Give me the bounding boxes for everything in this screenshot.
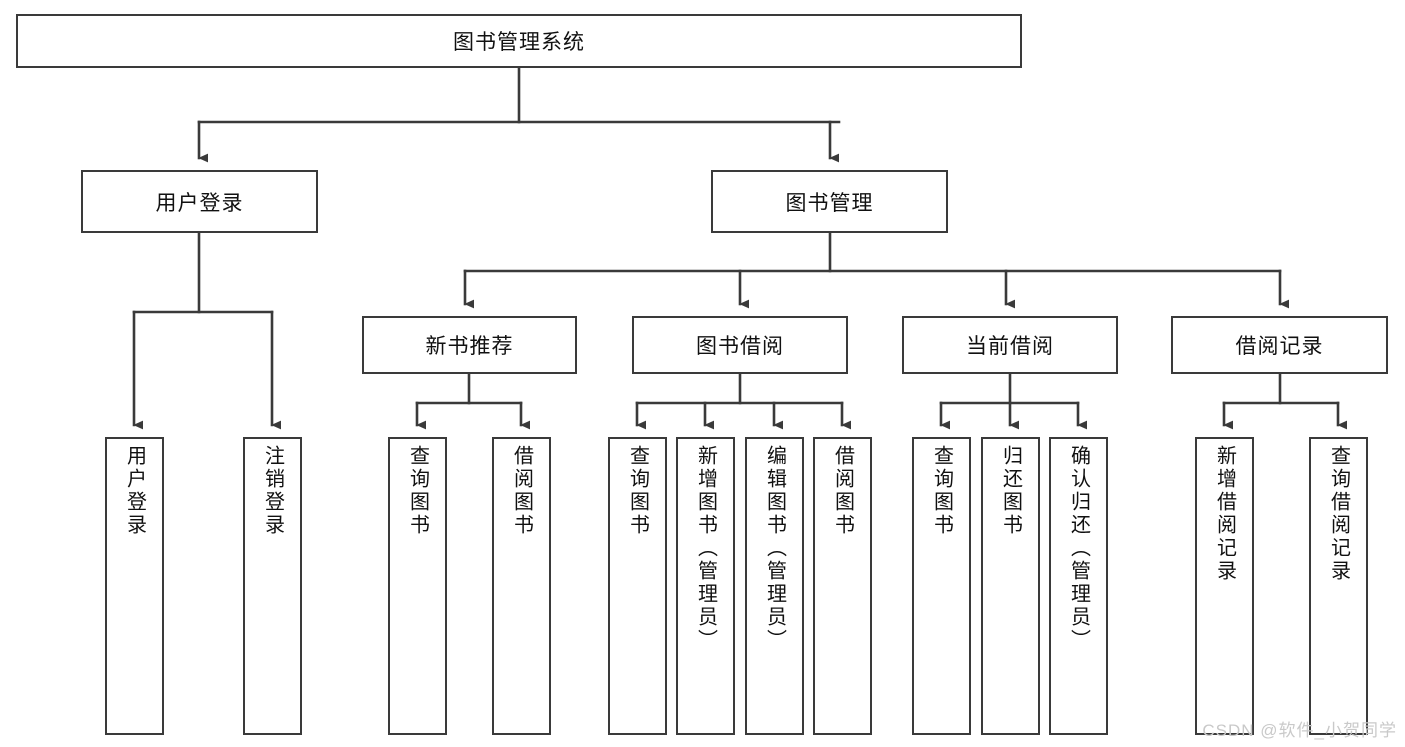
leaf-label: 新增图书（管理员） (694, 445, 717, 652)
node-label: 当前借阅 (966, 335, 1054, 358)
leaf-label: 查询图书 (406, 445, 429, 537)
leaf-borrow-book[interactable]: 借阅图书 (813, 437, 872, 735)
leaf-edit-book-admin[interactable]: 编辑图书（管理员） (745, 437, 804, 735)
node-root-book-management-system[interactable]: 图书管理系统 (16, 14, 1022, 68)
leaf-label: 确认归还（管理员） (1067, 445, 1090, 652)
node-label: 图书管理系统 (453, 31, 585, 54)
leaf-label: 查询借阅记录 (1327, 445, 1350, 583)
leaf-query-borrow-record[interactable]: 查询借阅记录 (1309, 437, 1368, 735)
leaf-query-book-new[interactable]: 查询图书 (388, 437, 447, 735)
node-borrow-record[interactable]: 借阅记录 (1171, 316, 1388, 374)
leaf-label: 用户登录 (123, 445, 146, 537)
leaf-confirm-return-admin[interactable]: 确认归还（管理员） (1049, 437, 1108, 735)
leaf-label: 注销登录 (261, 445, 284, 537)
leaf-label: 新增借阅记录 (1213, 445, 1236, 583)
leaf-label: 借阅图书 (831, 445, 854, 537)
leaf-borrow-book-new[interactable]: 借阅图书 (492, 437, 551, 735)
leaf-logout[interactable]: 注销登录 (243, 437, 302, 735)
leaf-return-book[interactable]: 归还图书 (981, 437, 1040, 735)
leaf-label: 借阅图书 (510, 445, 533, 537)
node-current-borrow[interactable]: 当前借阅 (902, 316, 1118, 374)
leaf-query-book-current[interactable]: 查询图书 (912, 437, 971, 735)
node-label: 新书推荐 (425, 335, 514, 358)
node-label: 借阅记录 (1235, 335, 1324, 358)
leaf-user-login[interactable]: 用户登录 (105, 437, 164, 735)
leaf-label: 查询图书 (930, 445, 953, 537)
leaf-query-book-borrow[interactable]: 查询图书 (608, 437, 667, 735)
node-label: 用户登录 (155, 191, 244, 215)
leaf-label: 查询图书 (626, 445, 649, 537)
leaf-label: 编辑图书（管理员） (763, 445, 786, 652)
node-new-book-recommend[interactable]: 新书推荐 (362, 316, 577, 374)
node-user-login[interactable]: 用户登录 (81, 170, 318, 233)
node-label: 图书借阅 (696, 335, 784, 358)
node-book-borrow[interactable]: 图书借阅 (632, 316, 848, 374)
node-book-management[interactable]: 图书管理 (711, 170, 948, 233)
leaf-label: 归还图书 (999, 445, 1022, 537)
leaf-add-book-admin[interactable]: 新增图书（管理员） (676, 437, 735, 735)
watermark: CSDN @软件_小贺同学 (1202, 721, 1397, 740)
node-label: 图书管理 (785, 191, 874, 215)
leaf-add-borrow-record[interactable]: 新增借阅记录 (1195, 437, 1254, 735)
